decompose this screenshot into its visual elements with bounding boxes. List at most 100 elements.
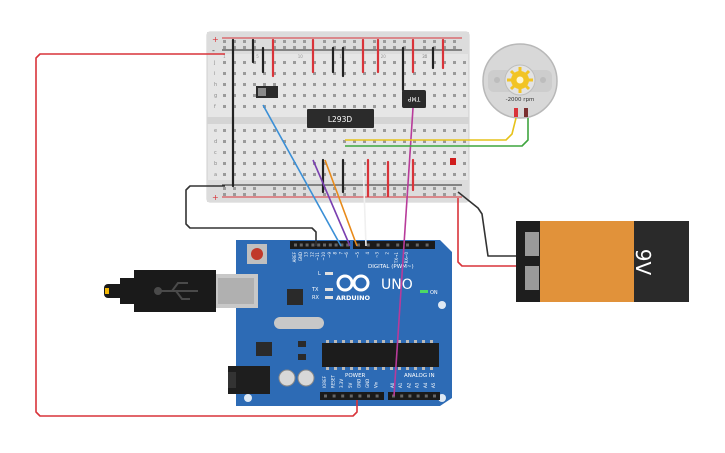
row-letter: f xyxy=(214,104,216,110)
tx-led xyxy=(325,288,333,291)
led xyxy=(450,158,456,165)
tx-label: TX xyxy=(311,287,319,293)
pin-label: 4 xyxy=(365,252,370,255)
pin-label: RX←0 xyxy=(404,252,409,264)
row-letter: h xyxy=(214,82,217,88)
pin-label: A2 xyxy=(406,382,411,388)
small-chip xyxy=(287,289,303,305)
row-letter: c xyxy=(214,150,217,156)
row-letter: i xyxy=(214,71,215,77)
pin-label: ~3 xyxy=(375,252,380,258)
wire-white xyxy=(362,159,367,247)
column-number: 10 xyxy=(298,54,304,59)
row-letter: j xyxy=(213,60,215,66)
pin-label: A1 xyxy=(398,382,403,388)
pin-label: 3.3V xyxy=(339,379,344,388)
l293d-chip: L293D xyxy=(307,109,374,128)
smd-a xyxy=(298,341,306,347)
power-header[interactable] xyxy=(320,392,384,400)
l-label: L xyxy=(318,271,321,277)
arduino-brand: ARDUINO xyxy=(336,294,371,302)
row-letter: b xyxy=(214,161,217,167)
chip-label: L293D xyxy=(328,115,352,124)
sensor-label: TMP xyxy=(407,95,421,102)
column-number: 30 xyxy=(422,54,428,59)
wire-purple xyxy=(312,159,351,247)
pin-label: A3 xyxy=(415,382,420,388)
column-number: 1 xyxy=(223,54,226,59)
battery-label: 9V xyxy=(631,249,655,276)
usb-icon xyxy=(154,282,198,300)
gear-icon xyxy=(507,67,533,93)
wire-orange xyxy=(324,159,358,247)
battery-9v[interactable]: 9V xyxy=(516,221,689,302)
column-number: 5 xyxy=(256,54,259,59)
pin-label: ~11 xyxy=(315,252,320,261)
pin-label: ~5 xyxy=(355,252,360,258)
column-number: 20 xyxy=(381,54,387,59)
rx-label: RX xyxy=(312,295,319,301)
on-led xyxy=(420,290,428,293)
usb-cable xyxy=(104,270,216,312)
pin-label: GND xyxy=(365,379,370,388)
pin-label: GND xyxy=(298,252,303,261)
analog-header[interactable] xyxy=(388,392,440,400)
row-letter: e xyxy=(214,128,217,134)
motor-speed-label: -2000 rpm xyxy=(506,97,535,103)
pin-label: 8 xyxy=(333,252,338,255)
smd-b xyxy=(298,354,306,360)
pin-label: 12 xyxy=(309,252,314,258)
wire-blue xyxy=(262,104,342,247)
temperature-sensor[interactable]: TMP xyxy=(402,90,426,108)
digital-header[interactable] xyxy=(290,241,435,249)
row-letter: d xyxy=(214,139,217,145)
regulator xyxy=(256,342,272,356)
slide-switch[interactable] xyxy=(256,86,278,98)
wire-green xyxy=(345,118,529,147)
usb-connector xyxy=(214,274,258,308)
arduino-model: UNO xyxy=(381,277,413,293)
power-jack xyxy=(228,366,270,394)
pin-label: IOREF xyxy=(322,375,327,388)
atmega-chip xyxy=(322,340,439,370)
row-letter: a xyxy=(214,172,217,178)
pin-label: RESET xyxy=(331,375,336,388)
pin-label: 2 xyxy=(384,252,389,255)
wire-battery-black xyxy=(457,191,516,257)
row-letter: g xyxy=(214,93,217,99)
analog-header-label: ANALOG IN xyxy=(404,373,435,379)
pin-label: TX→1 xyxy=(394,252,399,265)
column-number: 25 xyxy=(422,54,428,59)
pin-label: AREF xyxy=(292,251,297,262)
crystal xyxy=(274,317,324,329)
pin-label: 5V xyxy=(348,382,353,388)
dc-motor[interactable]: -2000 rpm xyxy=(482,43,558,119)
breadboard-jumpers xyxy=(231,38,445,198)
wire-black-gnd xyxy=(185,185,317,246)
power-header-label: POWER xyxy=(345,373,366,379)
wire-red-5v xyxy=(35,53,358,417)
pin-label: A0 xyxy=(390,382,395,388)
rail-plus-label-top: + xyxy=(212,35,219,44)
wires xyxy=(35,53,529,417)
reset-button[interactable] xyxy=(247,244,267,264)
pin-label: ~6 xyxy=(344,252,349,258)
wire-battery-red xyxy=(457,198,516,267)
digital-header-label: DIGITAL (PWM~) xyxy=(368,264,414,270)
pin-label: A5 xyxy=(431,382,436,388)
l-led xyxy=(325,272,333,275)
pin-label: 7 xyxy=(338,252,343,255)
rail-plus-label-bottom: + xyxy=(212,193,219,202)
capacitors xyxy=(278,369,315,387)
pin-label: Vin xyxy=(374,381,379,388)
rail-minus-label-top: - xyxy=(212,46,215,55)
rx-led xyxy=(325,296,333,299)
arduino-logo-icon xyxy=(336,274,370,292)
on-label: ON xyxy=(430,290,438,296)
